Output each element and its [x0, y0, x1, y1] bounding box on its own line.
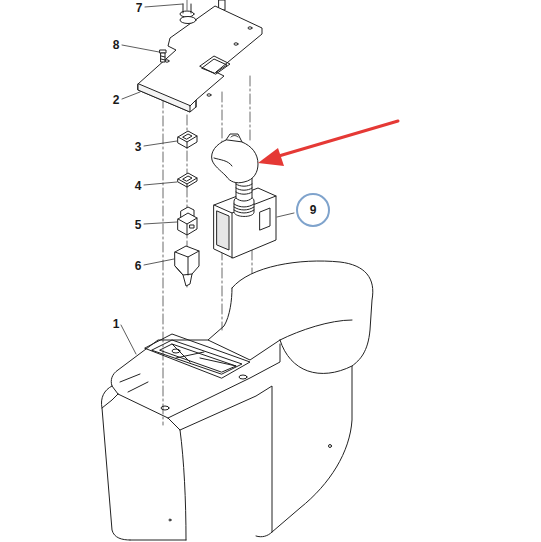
callout-number: 4 [135, 180, 142, 192]
console [101, 261, 372, 540]
bezel [178, 131, 197, 148]
callout-number: 9 [310, 204, 317, 216]
callout-number: 6 [135, 260, 142, 272]
callout-number: 5 [135, 219, 142, 231]
switch-housing [175, 246, 199, 286]
callout-number: 8 [113, 39, 120, 51]
callout-number: 7 [136, 2, 143, 14]
callout-number: 2 [113, 94, 120, 106]
leader-line [121, 4, 294, 354]
joystick [212, 134, 276, 258]
callout-number: 3 [135, 141, 142, 153]
screw [160, 50, 166, 62]
callout-circle: 9 [296, 193, 330, 227]
mounting-plate [138, 6, 262, 112]
pointer-arrow [258, 121, 398, 166]
switch [178, 207, 197, 235]
gasket [178, 173, 197, 187]
callout-number: 1 [113, 318, 120, 330]
